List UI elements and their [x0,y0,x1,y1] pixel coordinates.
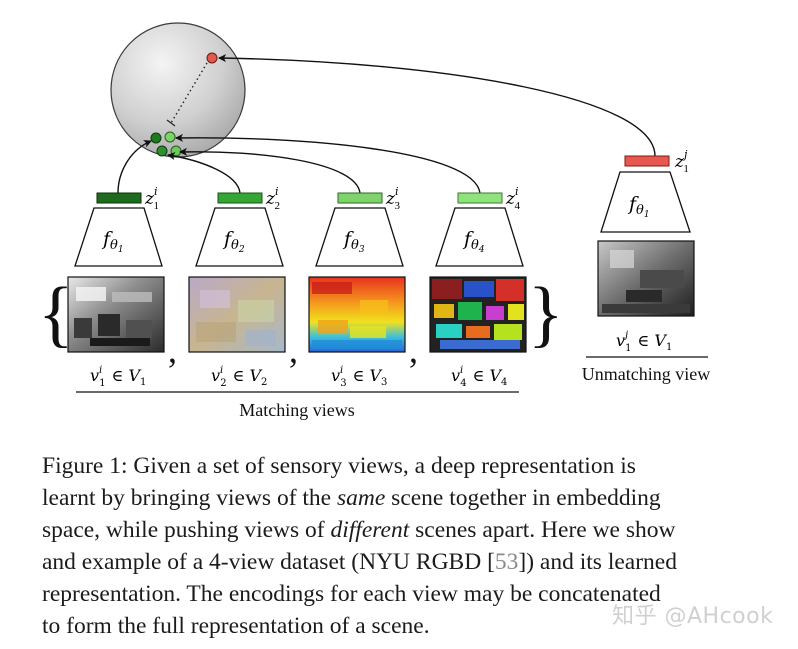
svg-text:fθ3: fθ3 [342,228,365,255]
encoder-trapezoid-unmatched [600,171,691,233]
code-bar-unmatched [624,155,670,167]
matching-views-label: Matching views [239,400,354,420]
caption-figure-prefix: Figure 1: [42,453,134,479]
svg-text:zi4: zi4 [505,185,521,212]
encoder-trapezoid-1 [74,207,163,267]
point-view-1 [150,132,162,144]
encoder-f-2: f [222,228,234,250]
code-label-2: z [265,189,276,209]
caption-line-4: and example of a 4-view dataset (NYU RGB… [42,549,677,575]
point-view-3 [156,145,168,157]
code-bar-2 [217,192,263,204]
svg-text:zj1: zj1 [674,148,689,175]
point-unmatched [206,52,218,64]
arrow-enc3 [179,147,361,194]
caption-line-6: to form the full representation of a sce… [42,613,430,639]
view-image-unmatched [597,240,695,317]
code-bar-3 [337,192,383,204]
right-brace: } [528,273,564,355]
encoder-f-1: f [101,228,113,250]
svg-text:fθ1: fθ1 [627,193,650,220]
code-label-4: z [505,189,516,209]
code-label-unmatched: z [674,152,685,172]
citation-link[interactable]: 53 [494,549,519,575]
watermark: 知乎 @AHcook [612,604,774,629]
code-bar-1 [96,192,142,204]
svg-text:zi1: zi1 [144,185,159,212]
code-bar-4 [457,192,503,204]
code-label-1: z [144,189,155,209]
view-image-1 [67,276,165,353]
point-view-4 [170,145,182,157]
svg-text:fθ2: fθ2 [222,228,245,255]
arrow-enc2 [167,152,241,194]
arrow-enc1 [117,140,152,194]
caption-emphasis-same: same [337,485,386,511]
caption-line-5: representation. The encodings for each v… [42,581,661,607]
encoder-trapezoid-2 [195,207,284,267]
encoder-f-3: f [342,228,354,250]
caption-line-1: Figure 1: Given a set of sensory views, … [42,453,636,479]
view-image-3 [308,276,406,353]
encoder-f-4: f [462,228,474,250]
comma-2: , [289,330,298,370]
code-label-3: z [385,189,396,209]
svg-text:fθ4: fθ4 [462,228,485,255]
arrow-enc4 [175,133,481,194]
unmatching-view-label: Unmatching view [582,364,710,384]
caption-emphasis-different: different [330,517,410,543]
svg-text:zi2: zi2 [265,185,280,212]
view-image-4 [429,276,527,353]
encoder-f-unmatched: f [627,193,639,215]
push-line-tick [166,119,176,127]
figure-caption: Figure 1: Given a set of sensory views, … [42,450,742,642]
comma-1: , [168,330,177,370]
svg-text:zi3: zi3 [385,185,401,212]
view-image-2 [188,276,286,353]
point-view-2 [164,131,176,143]
caption-line-2: learnt by bringing views of the same sce… [42,485,661,511]
embedding-sphere [110,22,246,158]
caption-line-3: space, while pushing views of different … [42,517,676,543]
encoder-trapezoid-4 [435,207,524,267]
comma-3: , [409,330,418,370]
svg-text:fθ1: fθ1 [101,228,124,255]
encoder-trapezoid-3 [315,207,404,267]
arrow-unmatched [218,54,656,157]
